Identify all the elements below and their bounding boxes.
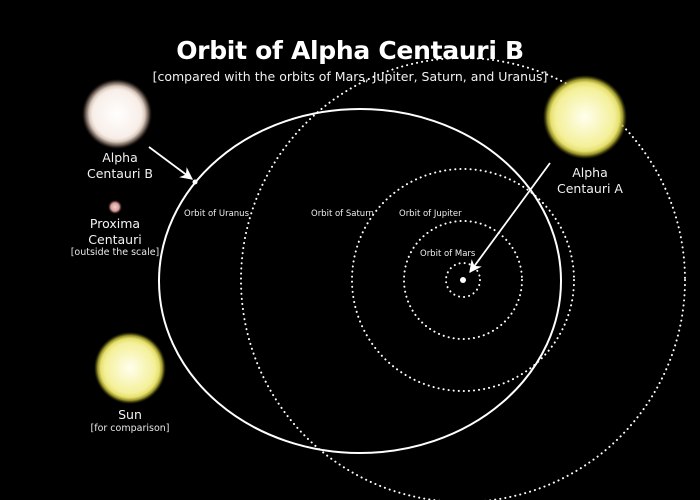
orbit-mars [445, 262, 481, 298]
proxima-centauri-label: Proxima Centauri [outside the scale] [70, 216, 160, 259]
orbit-saturn-label: Orbit of Saturn [311, 209, 374, 219]
diagram-title: Orbit of Alpha Centauri B [176, 36, 524, 65]
orbit-saturn [351, 168, 575, 392]
center-dot [460, 277, 466, 283]
planet-orbits [240, 57, 686, 500]
arrow-alpha-b [148, 146, 194, 180]
orbit-mars-label: Orbit of Mars [420, 249, 476, 259]
sun-label: Sun [for comparison] [90, 407, 170, 434]
alpha-centauri-b-star [82, 79, 152, 149]
diagram-subtitle: [compared with the orbits of Mars, Jupit… [152, 69, 548, 84]
alpha-centauri-b-orbit [158, 108, 562, 454]
orbit-uranus-label: Orbit of Uranus [184, 209, 249, 219]
orbit-uranus [240, 57, 686, 500]
proxima-centauri-star [108, 200, 122, 214]
alpha-centauri-b-label: Alpha Centauri B [87, 150, 153, 181]
sun-star [94, 332, 166, 404]
orbit-jupiter [403, 220, 523, 340]
orbit-jupiter-label: Orbit of Jupiter [399, 209, 462, 219]
alpha-b-position-dot [192, 179, 198, 185]
alpha-centauri-a-label: Alpha Centauri A [557, 165, 623, 196]
arrow-alpha-a [469, 162, 551, 274]
alpha-centauri-a-star [543, 75, 627, 159]
